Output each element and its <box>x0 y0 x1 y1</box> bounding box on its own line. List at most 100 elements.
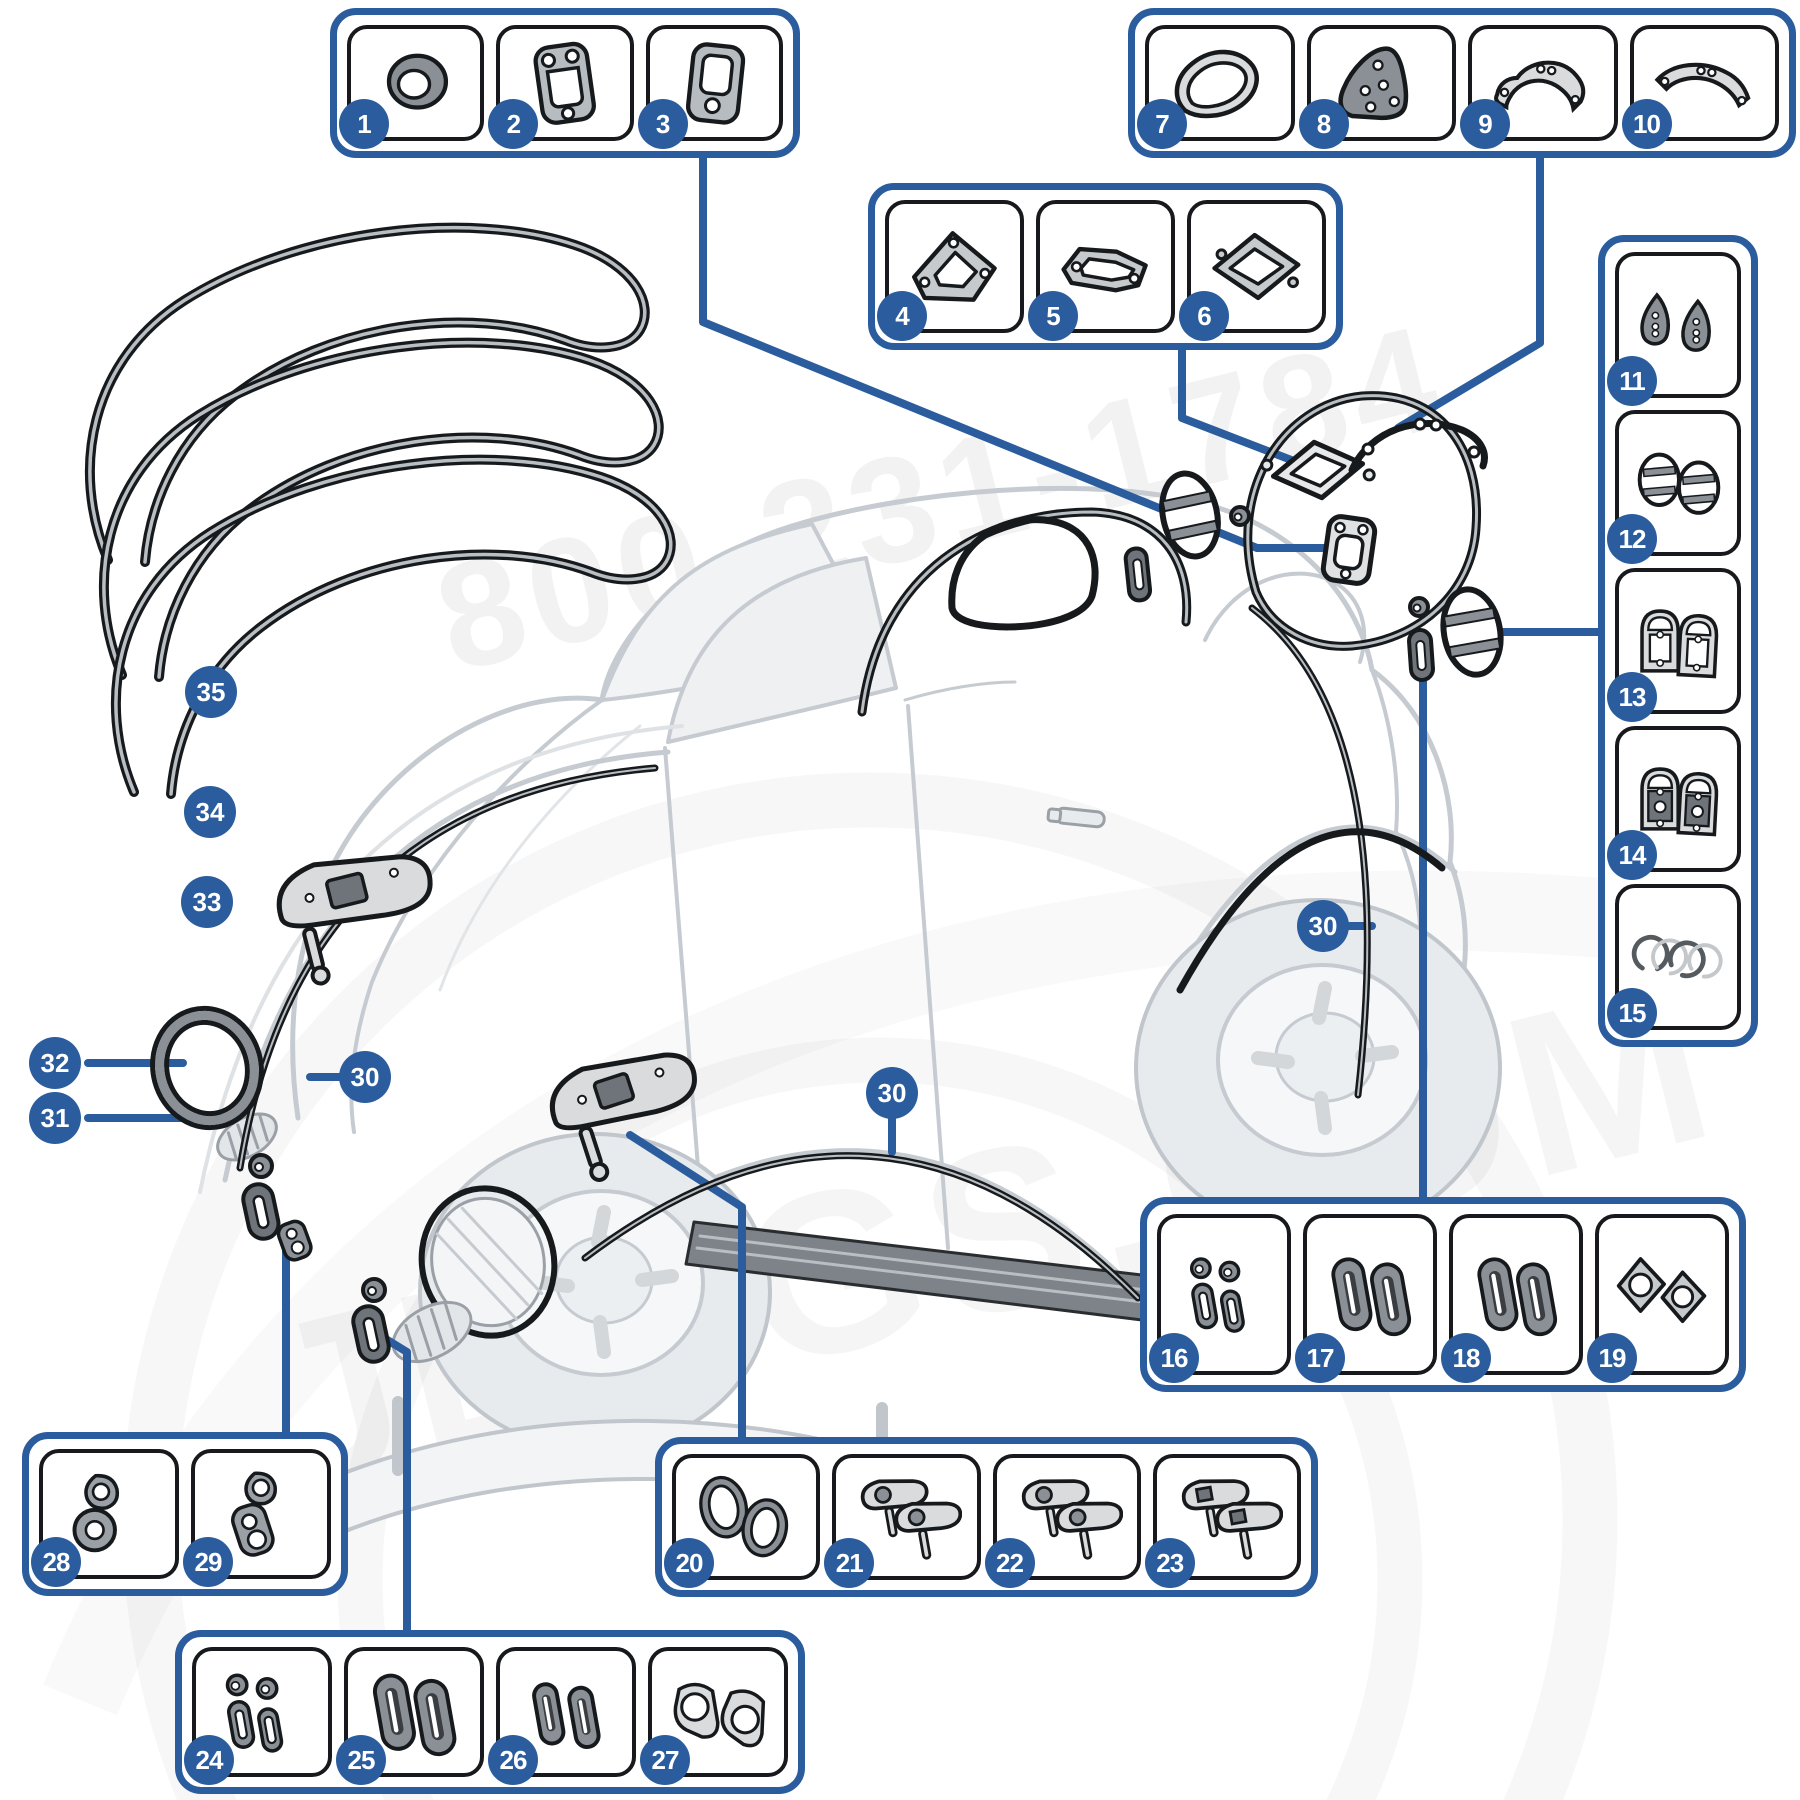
part-cell-25[interactable]: 25 <box>336 1647 484 1785</box>
part-group-g710: 7 8 9 10 <box>1128 8 1796 158</box>
part-number-badge-14[interactable]: 14 <box>1607 830 1657 880</box>
part-cell-17[interactable]: 17 <box>1295 1214 1437 1383</box>
part-number-badge-1[interactable]: 1 <box>339 99 389 149</box>
part-group-g1115: 11 12 13 14 15 <box>1598 235 1758 1047</box>
part-number-badge-16[interactable]: 16 <box>1149 1333 1199 1383</box>
part-cell-5[interactable]: 5 <box>1028 200 1175 341</box>
part-cell-13[interactable]: 13 <box>1607 568 1741 722</box>
callout-badge-33[interactable]: 33 <box>181 876 233 928</box>
part-number-badge-22[interactable]: 22 <box>984 1538 1035 1588</box>
part-cell-18[interactable]: 18 <box>1441 1214 1583 1383</box>
part-number-badge-9[interactable]: 9 <box>1460 99 1510 149</box>
part-number-badge-23[interactable]: 23 <box>1144 1538 1195 1588</box>
part-number-badge-24[interactable]: 24 <box>184 1735 234 1785</box>
part-cell-2[interactable]: 2 <box>488 25 634 149</box>
signal-base-square-pair-icon <box>1181 1479 1283 1561</box>
part-cell-10[interactable]: 10 <box>1621 25 1779 149</box>
part-number-badge-3[interactable]: 3 <box>637 99 688 149</box>
taillight-seal-oval-icon <box>1440 586 1504 678</box>
part-number-badge-2[interactable]: 2 <box>488 99 539 149</box>
part-cell-28[interactable]: 28 <box>31 1449 179 1587</box>
door-handle-icon <box>1046 806 1106 829</box>
callout-badge-35[interactable]: 35 <box>185 666 237 718</box>
part-number-badge-8[interactable]: 8 <box>1298 99 1349 149</box>
part-number-badge-6[interactable]: 6 <box>1179 291 1229 341</box>
part-number-badge-11[interactable]: 11 <box>1607 356 1657 406</box>
part-number-badge-15[interactable]: 15 <box>1607 988 1657 1038</box>
part-cell-3[interactable]: 3 <box>637 25 783 149</box>
horn-grille-icon <box>391 1300 473 1364</box>
part-number-badge-10[interactable]: 10 <box>1621 99 1672 149</box>
grommet-duo-icon <box>72 1473 120 1553</box>
part-number-badge-27[interactable]: 27 <box>640 1735 690 1785</box>
grommet-set-icon <box>225 1673 284 1753</box>
license-light-pad-icon <box>1320 514 1378 586</box>
part-cell-27[interactable]: 27 <box>640 1647 788 1785</box>
teardrop-plates-pair-icon <box>673 1682 766 1748</box>
part-cell-16[interactable]: 16 <box>1149 1214 1291 1383</box>
quarter-window-seal-icon <box>948 516 1099 631</box>
snap-rings-icon <box>1631 934 1723 979</box>
part-number-badge-28[interactable]: 28 <box>31 1537 81 1587</box>
part-cell-29[interactable]: 29 <box>183 1449 331 1587</box>
part-number-badge-21[interactable]: 21 <box>824 1538 875 1588</box>
part-cell-12[interactable]: 12 <box>1607 410 1741 564</box>
part-number-badge-20[interactable]: 20 <box>664 1538 714 1588</box>
part-number-badge-29[interactable]: 29 <box>183 1537 233 1587</box>
oval-seals-pair-icon <box>1637 452 1721 515</box>
part-number-badge-19[interactable]: 19 <box>1587 1333 1637 1383</box>
part-cell-26[interactable]: 26 <box>488 1647 636 1785</box>
callout-badge-30[interactable]: 30 <box>1297 900 1349 952</box>
slotted-grommets-large-icon <box>1331 1257 1411 1337</box>
part-cell-22[interactable]: 22 <box>984 1454 1141 1588</box>
slotted-grommets-small-icon <box>532 1682 601 1749</box>
part-cell-14[interactable]: 14 <box>1607 726 1741 880</box>
plate-one-hole-icon <box>685 41 745 125</box>
part-cell-21[interactable]: 21 <box>824 1454 981 1588</box>
part-cell-1[interactable]: 1 <box>339 25 485 149</box>
callout-badge-30[interactable]: 30 <box>866 1067 918 1119</box>
part-group-g2829: 28 29 <box>22 1432 348 1596</box>
bracket-curved-icon <box>1494 60 1586 113</box>
callout-badge-31[interactable]: 31 <box>29 1092 81 1144</box>
seal-triangle-outline-icon <box>1174 49 1260 118</box>
callout-badge-32[interactable]: 32 <box>29 1037 81 1089</box>
gasket-diamond-icon <box>1212 232 1301 301</box>
part-cell-7[interactable]: 7 <box>1137 25 1295 149</box>
license-light-bracket-icon <box>1348 417 1488 474</box>
callout-badge-34[interactable]: 34 <box>184 786 236 838</box>
part-number-badge-26[interactable]: 26 <box>488 1735 538 1785</box>
callout-badge-30[interactable]: 30 <box>339 1051 391 1103</box>
part-cell-6[interactable]: 6 <box>1179 200 1326 341</box>
part-cell-8[interactable]: 8 <box>1298 25 1456 149</box>
windshield-seal-icon <box>110 454 676 799</box>
bumper-grommet-cluster <box>351 1277 391 1364</box>
part-cell-15[interactable]: 15 <box>1607 884 1741 1038</box>
part-cell-11[interactable]: 11 <box>1607 252 1741 406</box>
part-number-badge-12[interactable]: 12 <box>1607 514 1657 564</box>
part-number-badge-18[interactable]: 18 <box>1441 1333 1491 1383</box>
grommet-plate-duo-icon <box>231 1471 278 1557</box>
headlight-seal-ring-icon <box>150 1005 264 1131</box>
part-number-badge-4[interactable]: 4 <box>877 291 927 341</box>
part-number-badge-17[interactable]: 17 <box>1295 1333 1345 1383</box>
part-group-g1619: 16 17 18 19 <box>1140 1197 1746 1392</box>
gasket-triangle-icon <box>912 231 997 302</box>
part-cell-4[interactable]: 4 <box>877 200 1024 341</box>
part-number-badge-7[interactable]: 7 <box>1137 99 1187 149</box>
part-number-badge-5[interactable]: 5 <box>1028 291 1078 341</box>
part-number-badge-13[interactable]: 13 <box>1607 672 1657 722</box>
part-cell-23[interactable]: 23 <box>1144 1454 1301 1588</box>
part-cell-19[interactable]: 19 <box>1587 1214 1729 1383</box>
tombstone-pads-pair-icon <box>1640 767 1718 837</box>
part-number-badge-25[interactable]: 25 <box>336 1735 386 1785</box>
part-cell-24[interactable]: 24 <box>184 1647 332 1785</box>
tombstone-frames-pair-icon <box>1640 609 1718 679</box>
rubber-seal-parts <box>84 222 1504 1364</box>
part-cell-20[interactable]: 20 <box>664 1454 821 1588</box>
part-cell-9[interactable]: 9 <box>1460 25 1618 149</box>
part-group-g2427: 24 25 26 27 <box>175 1630 805 1794</box>
headlight-icon <box>418 1185 558 1339</box>
